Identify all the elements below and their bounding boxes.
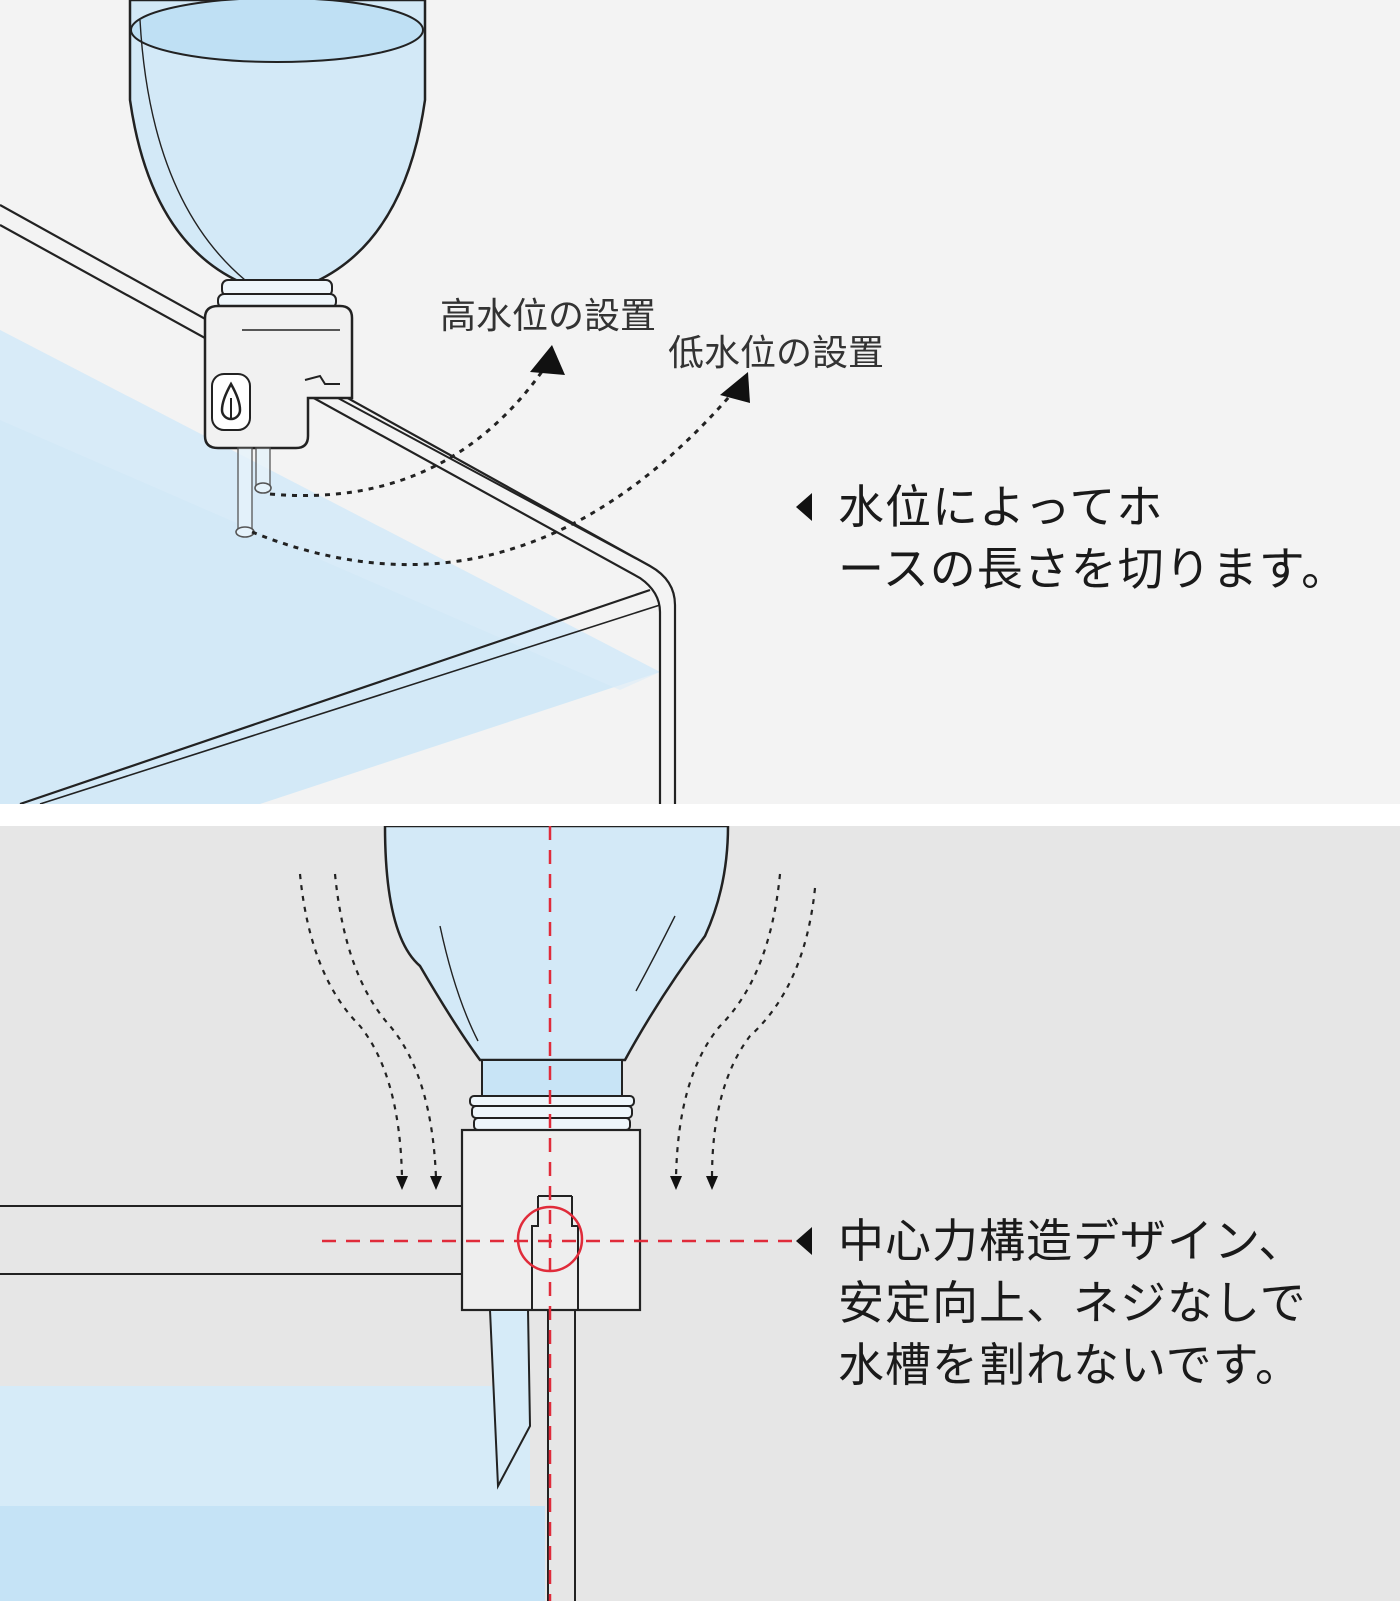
bottom-note-line-1: 中心力構造デザイン、 (838, 1214, 1306, 1268)
low-level-arrow-path (251, 389, 737, 566)
bottom-note-line-2: 安定向上、ネジなしで (838, 1276, 1307, 1330)
bottom-panel: 中心力構造デザイン、 安定向上、ネジなしで 水槽を割れないです。 (0, 826, 1400, 1601)
top-note: 水位によってホ ースの長さを切ります。 (838, 476, 1348, 600)
bottle-neck (469, 1059, 635, 1131)
flow-arrows-left (298, 873, 438, 1179)
arrow-head-icon (720, 372, 750, 403)
high-level-label: 高水位の設置 (440, 296, 657, 337)
water-drop-icon (211, 373, 251, 431)
tank-water-lower (0, 1506, 545, 1601)
bottom-note: 中心力構造デザイン、 安定向上、ネジなしで 水槽を割れないです。 (838, 1210, 1307, 1396)
arrow-head-icon (706, 1176, 718, 1190)
tank-wall (0, 1205, 576, 1601)
bottom-illustration (0, 826, 817, 1601)
tank-water-shade (0, 330, 660, 690)
center-guide-lines (322, 826, 800, 1601)
triangle-pointer-icon (796, 1227, 812, 1255)
top-note-line-2: ースの長さを切ります。 (838, 542, 1349, 596)
arrow-head-icon (430, 1176, 442, 1190)
hose-tube (488, 1309, 532, 1490)
bottle-water-level (130, 0, 424, 63)
tank-rim (0, 204, 677, 804)
bottle-body (383, 826, 730, 1062)
top-note-line-1: 水位によってホ (838, 480, 1164, 534)
arrow-head-icon (670, 1176, 682, 1190)
top-illustration (0, 0, 750, 804)
triangle-pointer-icon (796, 493, 812, 521)
flow-arrows-right (674, 873, 817, 1179)
bottom-note-line-3: 水槽を割れないです。 (838, 1338, 1303, 1392)
arrow-head-icon (530, 345, 565, 375)
low-level-label: 低水位の設置 (668, 333, 885, 374)
center-focus-circle (516, 1205, 584, 1273)
hose-tubes (235, 447, 272, 538)
top-panel: 高水位の設置 低水位の設置 水位によってホ ースの長さを切ります。 (0, 0, 1400, 804)
arrow-head-icon (396, 1176, 408, 1190)
high-level-arrow-path (269, 359, 552, 498)
